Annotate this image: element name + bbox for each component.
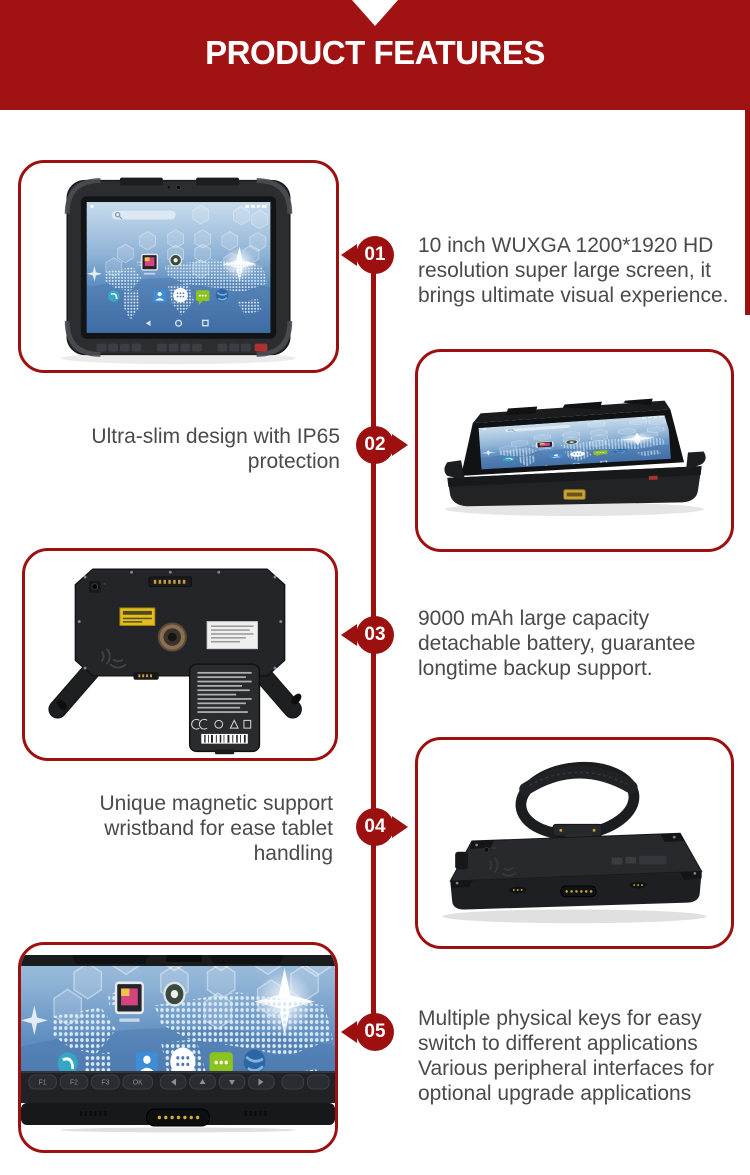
- feature-text-01: 10 inch WUXGA 1200*1920 HD resolution su…: [418, 233, 736, 308]
- badge-number: 05: [364, 1021, 386, 1042]
- tablet-closeup-photo: F1 F2 F3 OK: [21, 955, 335, 1133]
- tablet-back-battery-photo: [48, 568, 302, 755]
- rear-logo-marks: [611, 855, 667, 865]
- feature-text-04: Unique magnetic support wristband for ea…: [18, 791, 333, 866]
- docking-connector: [563, 489, 586, 500]
- arrow-left-icon: [341, 1021, 357, 1043]
- triangle-down-icon: [352, 0, 398, 26]
- feature-badge-05: 05: [356, 1013, 394, 1051]
- key-label-f1: F1: [39, 1079, 47, 1086]
- key-label-f3: F3: [101, 1079, 109, 1086]
- center-mount-ring: [157, 622, 187, 652]
- arrow-right-icon: [392, 816, 408, 838]
- text-line: Ultra-slim design with IP65: [91, 425, 340, 448]
- feature-text-03: 9000 mAh large capacity detachable batte…: [418, 606, 736, 681]
- side-port: [455, 851, 468, 870]
- key-label-ok: OK: [133, 1079, 143, 1086]
- tablet-back-battery-frame: [22, 548, 338, 761]
- text-line: optional upgrade applications: [418, 1082, 692, 1105]
- spec-label: [206, 621, 258, 650]
- feature-badge-04: 04: [356, 808, 394, 846]
- text-line: protection: [247, 450, 340, 473]
- text-line: Unique magnetic support: [99, 792, 333, 815]
- arrow-left-icon: [341, 624, 357, 646]
- badge-number: 03: [364, 624, 386, 645]
- tablet-closeup-frame: F1 F2 F3 OK: [18, 942, 338, 1153]
- nfc-antenna-marks: [488, 856, 517, 877]
- nfc-antenna-marks: [100, 647, 127, 669]
- tablet-angled-photo: [444, 398, 706, 517]
- tablet-angled-frame: [415, 349, 734, 552]
- feature-badge-03: 03: [356, 616, 394, 654]
- pogo-pin-connector: [146, 1108, 210, 1127]
- red-power-key: [648, 475, 658, 481]
- tablet-screen: [87, 202, 271, 333]
- text-line: resolution super large screen, it: [418, 259, 711, 282]
- warning-label: [119, 607, 156, 626]
- text-line: Various peripheral interfaces for: [418, 1057, 715, 1080]
- text-line: handling: [253, 842, 333, 865]
- speaker-grille: [79, 1111, 267, 1116]
- tablet-front-frame: [18, 160, 339, 373]
- text-line: longtime backup support.: [418, 657, 653, 680]
- feature-badge-01: 01: [356, 236, 394, 274]
- feature-text-02: Ultra-slim design with IP65 protection: [18, 424, 340, 474]
- tablet-wristband-photo: [442, 761, 707, 924]
- page-title: PRODUCT FEATURES: [205, 34, 545, 71]
- arrow-right-icon: [392, 434, 408, 456]
- feature-badge-02: 02: [356, 426, 394, 464]
- tablet-wristband-frame: [415, 737, 734, 949]
- battery-pack: [188, 663, 261, 755]
- text-line: 9000 mAh large capacity: [418, 607, 650, 630]
- badge-number: 02: [364, 434, 386, 455]
- physical-keys-row: F1 F2 F3 OK: [28, 1074, 330, 1090]
- text-line: switch to different applications: [418, 1032, 698, 1055]
- red-power-key: [254, 343, 268, 352]
- text-line: brings ultimate visual experience.: [418, 284, 729, 307]
- arrow-left-icon: [341, 244, 357, 266]
- header-banner: PRODUCT FEATURES: [0, 0, 750, 110]
- tablet-front-photo: [61, 177, 296, 365]
- text-line: Multiple physical keys for easy: [418, 1007, 702, 1030]
- feature-text-05: Multiple physical keys for easy switch t…: [418, 1006, 740, 1106]
- key-label-f2: F2: [70, 1079, 78, 1086]
- pogo-pin-connector: [560, 885, 597, 898]
- badge-number: 04: [364, 816, 386, 837]
- text-line: 10 inch WUXGA 1200*1920 HD: [418, 234, 714, 257]
- text-line: wristband for ease tablet: [104, 817, 333, 840]
- front-buttons-row: [96, 343, 251, 352]
- certification-icons: [191, 718, 252, 730]
- badge-number: 01: [364, 244, 386, 265]
- right-edge-connector-line: [745, 110, 750, 315]
- text-line: detachable battery, guarantee: [418, 632, 696, 655]
